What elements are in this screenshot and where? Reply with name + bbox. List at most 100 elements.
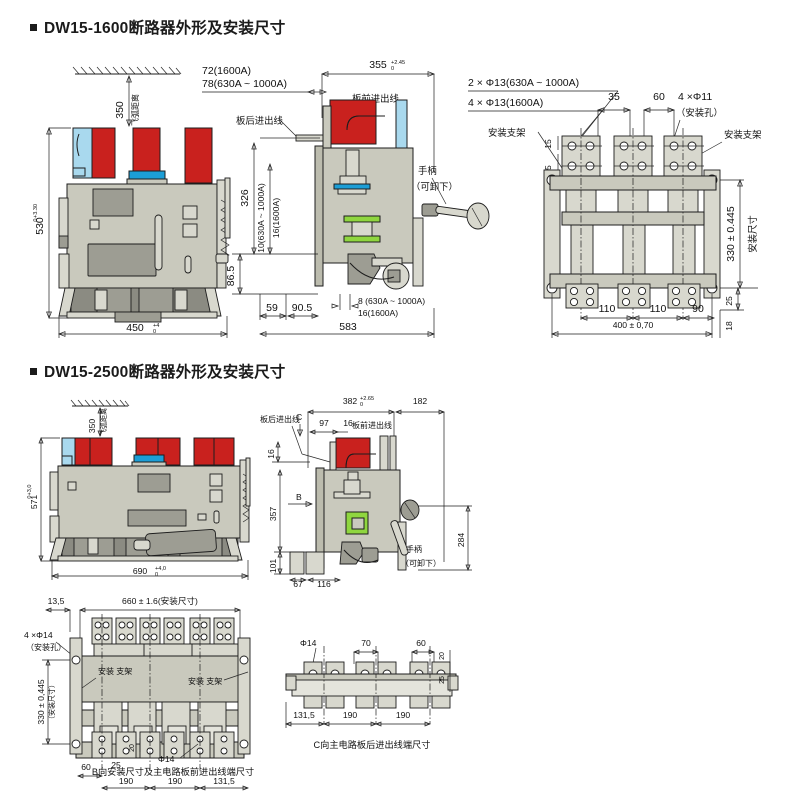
base-detail-1 (94, 289, 108, 311)
blpad-3b (213, 731, 235, 759)
dim-90-text: 90 (692, 303, 704, 315)
dim-182: 182 (395, 396, 445, 562)
bottom-630-text: 8 (630A ~ 1000A) (358, 296, 425, 306)
dim-571-tol-up: +3,0 (27, 484, 33, 495)
bottom-1600-text: 16(1600A) (358, 308, 398, 318)
bracket-label-bl: 安装 支架 (98, 666, 132, 676)
dim-16-text: 16 (343, 418, 353, 428)
bracket-label-l-text: 安装支架 (488, 127, 526, 138)
mech-curve (349, 262, 395, 280)
dim-530-tol-dn: 0 (33, 218, 39, 221)
handle-assembly: 手柄 （可卸下） (411, 165, 490, 230)
body2-cylinder (145, 528, 217, 557)
cview-70-text: 70 (361, 638, 371, 648)
dim-20-text: 20 (129, 744, 136, 752)
mount-hole-sub-text: （安装孔） (676, 107, 723, 118)
dim-25-18: 25 18 (720, 286, 744, 331)
dw2500-bview: 13,5 660 ± 1.6(安装尺寸) B向 4 ×Φ14 （安装孔） (12, 592, 274, 792)
hole-callouts: 2 × Φ13(630A ~ 1000A) 4 × Φ13(1600A) (468, 77, 619, 155)
body-block-2 (182, 223, 198, 238)
dim-110a-text: 110 (599, 303, 616, 315)
lbolt-3-1 (671, 286, 681, 296)
side2-green-core (351, 517, 365, 530)
base-foot-center (114, 311, 162, 323)
mech-core (387, 269, 401, 283)
dim-1315-b-text: 131,5 (213, 776, 235, 786)
handle-assembly-2: 手柄 （可卸下） (390, 499, 441, 568)
cview-caption: C向主电路板后进出线端尺寸 (314, 739, 431, 750)
terminal-conductor-outline (346, 115, 385, 131)
body2-slot-1 (197, 513, 207, 521)
cview-dim-60: 60 (411, 638, 435, 664)
dim-16-left-text: 16 (266, 449, 276, 459)
dim-660: 660 ± 1.6(安装尺寸) (79, 595, 241, 638)
chute-base (72, 167, 86, 177)
dim-350-2-text: 350 (87, 419, 97, 434)
dim-865: 86.5 (225, 252, 318, 296)
dim-18-text: 18 (724, 321, 734, 331)
dim-450: 450 +4 0 (58, 316, 228, 338)
side2-mechanism (339, 541, 365, 565)
lbolt-1-4 (585, 297, 595, 307)
body2-indicator (67, 481, 77, 491)
dim-97-text: 97 (319, 418, 329, 428)
dim-583: 583 (259, 308, 435, 338)
dim-530-text: 530 (34, 217, 46, 235)
mount-hole-2-sub: （安装孔） (26, 642, 66, 652)
section-title-1600-text: DW15-1600断路器外形及安装尺寸 (44, 20, 286, 37)
side2-front-plate (329, 441, 337, 473)
brail-hole-tr (239, 655, 249, 665)
handle2-sublabel: （可卸下） (401, 558, 441, 568)
side-blue-strip (395, 99, 408, 151)
chute-inner-curve (76, 133, 80, 157)
dim-110-110-90: 110 110 90 (579, 303, 716, 321)
body-slot-2 (184, 255, 192, 274)
section-title-2500: DW15-2500断路器外形及安装尺寸 (30, 360, 286, 382)
dim-382-tol-dn: 0 (360, 402, 363, 408)
dim-97-16: 97 16 (309, 418, 353, 435)
dim-135-text: 13,5 (48, 596, 65, 606)
dim-67-116: 67 116 (289, 577, 341, 589)
body2-base-plate (57, 555, 239, 562)
dim-thickness: 10(630A ~ 1000A) 16(1600A) (256, 162, 281, 256)
left-accessory-3 (58, 253, 70, 289)
side-blue-bar (333, 183, 371, 190)
cview-20-text: 20 (439, 652, 446, 660)
bview-upper-pads (91, 617, 235, 645)
body-block-1 (182, 205, 198, 220)
dim-25-text-b: 25 (111, 760, 121, 770)
pole-3-lower (672, 223, 696, 281)
section-title-2500-text: DW15-2500断路器外形及安装尺寸 (44, 364, 286, 381)
dim-20-25: 20 25 (111, 738, 141, 770)
dim-330b-text: 330 ± 0,445 (36, 679, 46, 725)
bpad-1b (115, 617, 137, 645)
dim-35-60-top: 35 60 (596, 91, 676, 136)
cview-60-text: 60 (416, 638, 426, 648)
dim-357: 357 (268, 469, 283, 553)
side-cross (339, 175, 367, 185)
side2-foot-2 (305, 551, 325, 575)
base-detail-2 (174, 289, 188, 311)
ceiling-hatch (72, 66, 182, 75)
dim-59-text: 59 (266, 302, 278, 314)
dim-357-text: 357 (268, 507, 278, 522)
lbolt-1-3 (569, 297, 579, 307)
dw1600-bracket-view: 2 × Φ13(630A ~ 1000A) 4 × Φ13(1600A) 安装支… (466, 58, 796, 348)
bpole-3-top (191, 643, 239, 657)
dim-690-tol-up: +4,0 (155, 566, 166, 572)
dim-330-text: 330 ± 0.445 (725, 206, 737, 262)
dim-355: 355 +2.45 0 (321, 59, 435, 173)
body2-slot-2 (213, 510, 220, 524)
lbolt-2-4 (637, 297, 647, 307)
offset-labels: 72(1600A) 78(630A ~ 1000A) (202, 65, 328, 95)
left-accessory-2 (58, 235, 69, 249)
rear-terminal-label: 板后进出线 (236, 115, 318, 137)
bullet-marker (30, 23, 37, 31)
green-contact-core (351, 221, 373, 237)
side-right-plate (412, 217, 424, 287)
front-terminal-text: 板前进出线 (352, 93, 400, 104)
green-contact-top (343, 215, 381, 223)
body-slot (154, 214, 163, 271)
lbolt-1-2 (585, 286, 595, 296)
side2-red-block (335, 437, 371, 469)
